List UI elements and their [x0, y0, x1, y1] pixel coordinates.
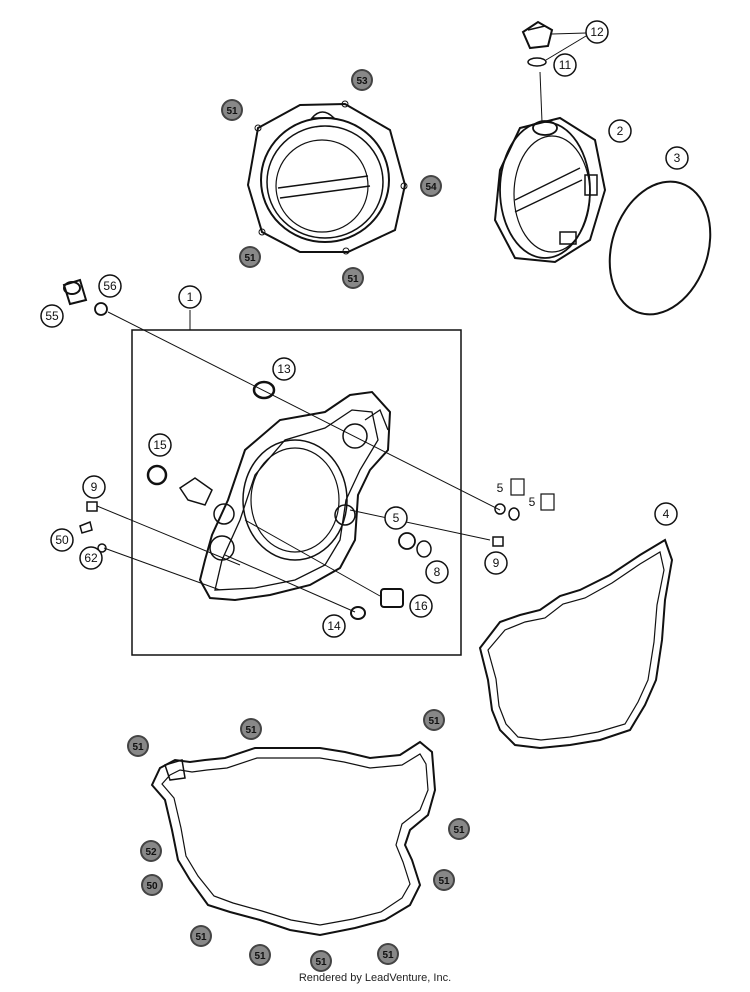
callout-51: 51: [342, 267, 364, 289]
callout-11: 11: [553, 53, 577, 77]
callout-label: 3: [674, 151, 681, 165]
callout-label: 9: [493, 556, 500, 570]
callout-label: 52: [145, 847, 157, 858]
callout-53: 53: [351, 69, 373, 91]
callout-label: 2: [617, 124, 624, 138]
assembly-box: [131, 329, 462, 656]
callout-label: 62: [84, 551, 98, 565]
callout-label: 51: [132, 742, 144, 753]
callout-8: 8: [425, 560, 449, 584]
callout-50: 50: [141, 874, 163, 896]
callout-54: 54: [420, 175, 442, 197]
callouts-dark: 53 51 54 51 51 51 51 51 51 51 51 51 51 5…: [127, 69, 470, 972]
callout-label: 54: [425, 182, 437, 193]
callout-51: 51: [448, 818, 470, 840]
callout-label: 11: [559, 58, 572, 72]
callout-label: 51: [382, 950, 394, 961]
callout-label: 5: [393, 511, 400, 525]
callout-51: 51: [423, 709, 445, 731]
callout-label: 53: [356, 76, 368, 87]
callout-label: 15: [153, 438, 167, 452]
callout-3: 3: [665, 146, 689, 170]
callout-62: 62: [79, 546, 103, 570]
ring-5-inner: [398, 532, 432, 558]
callout-51: 51: [249, 944, 271, 966]
seal-13: [252, 380, 276, 400]
seal-14: [350, 606, 366, 620]
plug-9-left: [86, 501, 98, 512]
washer-5-right: [494, 503, 520, 521]
seal-15: [146, 464, 168, 486]
plug-55: [62, 278, 88, 306]
callout-50: 50: [50, 528, 74, 552]
screw-50-left: [79, 520, 93, 534]
callout-label: 9: [91, 480, 98, 494]
callout-4: 4: [654, 502, 678, 526]
callout-56: 56: [98, 274, 122, 298]
inner-cover: [493, 71, 607, 264]
callout-14: 14: [322, 614, 346, 638]
callout-label: 16: [414, 599, 428, 613]
clutch-cover-outer: [246, 100, 408, 255]
callout-label: 56: [103, 279, 117, 293]
callout-label: 55: [45, 309, 59, 323]
bearing-16: [380, 588, 404, 608]
callout-label: 5: [497, 481, 504, 495]
callout-13: 13: [272, 357, 296, 381]
callout-label: 51: [254, 951, 266, 962]
callout-51: 51: [377, 943, 399, 965]
callout-51: 51: [221, 99, 243, 121]
callout-51: 51: [127, 735, 149, 757]
svg-text:5: 5: [529, 495, 536, 509]
callout-2: 2: [608, 119, 632, 143]
callout-52: 52: [140, 840, 162, 862]
footer-credit: Rendered by LeadVenture, Inc.: [298, 972, 452, 984]
callout-label: 51: [428, 716, 440, 727]
leader-lines: [96, 310, 501, 613]
callout-label: 1: [187, 290, 194, 304]
callout-5: 5: [384, 506, 408, 530]
callout-label: 4: [663, 507, 670, 521]
callout-label: 51: [315, 957, 327, 968]
callout-15: 15: [148, 433, 172, 457]
callout-55: 55: [40, 304, 64, 328]
callout-label: 51: [438, 876, 450, 887]
gasket-large: [150, 740, 437, 937]
callout-51: 51: [310, 950, 332, 972]
seal-56: [94, 302, 108, 316]
callout-label: 51: [245, 725, 257, 736]
callouts-white: 12 11 2 3 1 13 15 9 5 55 9 8 16 14 4 50 …: [40, 20, 689, 638]
callout-1: 1: [178, 285, 202, 309]
callout-51: 51: [433, 869, 455, 891]
callout-9: 9: [484, 551, 508, 575]
callout-51: 51: [239, 246, 261, 268]
callout-label: 51: [226, 106, 238, 117]
gasket-small: [478, 538, 674, 750]
callout-label: 14: [327, 619, 341, 633]
callout-51: 51: [240, 718, 262, 740]
callout-12: 12: [585, 20, 609, 44]
o-ring-large: [608, 180, 712, 316]
callout-9: 9: [82, 475, 106, 499]
callout-label: 8: [434, 565, 441, 579]
callout-label: 50: [146, 881, 158, 892]
ring-62-left: [97, 543, 107, 553]
main-cover: [178, 390, 392, 602]
callout-label: 51: [244, 253, 256, 264]
callout-label: 12: [590, 25, 604, 39]
callout-label: 51: [453, 825, 465, 836]
oil-plug: [521, 20, 554, 67]
plug-9-right: [492, 536, 504, 547]
callout-label: 51: [347, 274, 359, 285]
callout-leaders: [545, 32, 587, 61]
callout-16: 16: [409, 594, 433, 618]
callout-label: 13: [277, 362, 291, 376]
callout-51: 51: [190, 925, 212, 947]
callout-label: 51: [195, 932, 207, 943]
callout-5-ref: 55: [497, 478, 555, 511]
callout-label: 50: [55, 533, 69, 547]
